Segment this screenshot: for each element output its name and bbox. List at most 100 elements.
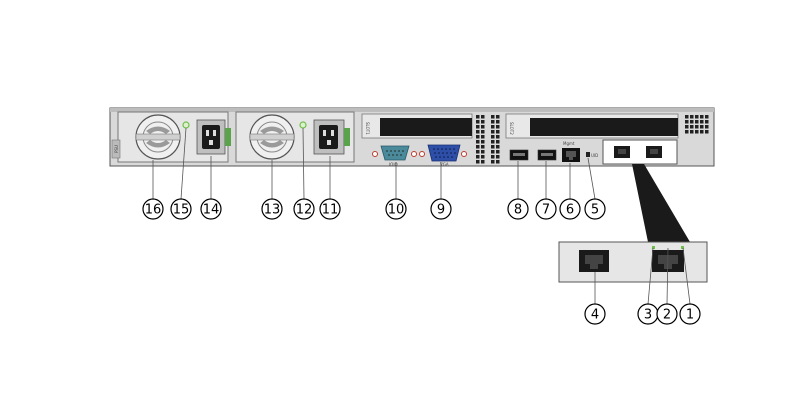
serial-label: IOIO [389,162,398,167]
leader-line [587,157,596,200]
vent-hole [491,150,495,154]
ethernet-port-icon [646,146,662,158]
vent-hole [695,125,699,129]
vent-hole [685,120,689,124]
vent-hole [476,120,480,124]
callout-number: 14 [203,203,220,218]
psu-status-led-icon [299,121,307,129]
power-inlet-icon [196,119,231,155]
callout-number: 11 [322,203,339,218]
vent-hole [481,150,485,154]
callout-circle [679,303,701,325]
callout-1: 1 [679,303,701,325]
fan-icon [249,114,295,160]
vent-hole [481,160,485,164]
callout-circle [385,198,407,220]
nic-module [602,139,678,165]
callout-number: 10 [388,203,405,218]
vent-grille [685,115,709,134]
vent-hole [496,135,500,139]
power-inlet-icon [313,119,350,155]
vent-hole [705,115,709,119]
vent-hole [700,130,704,134]
callout-16: 16 [142,198,164,220]
vent-hole [491,125,495,129]
vent-hole [496,130,500,134]
vent-hole [491,160,495,164]
vent-hole [690,115,694,119]
vent-hole [481,125,485,129]
vent-hole [496,150,500,154]
usb-port-icon [537,149,557,161]
vent-hole [705,125,709,129]
vent-hole [476,115,480,119]
zoom-wedge [632,164,690,242]
vent-hole [685,130,689,134]
callout-number: 4 [591,308,599,323]
vent-hole [481,140,485,144]
serial-port-icon: IOIO [372,145,417,167]
vent-hole [496,120,500,124]
callout-7: 7 [535,198,557,220]
vga-port-icon: VGA [419,144,467,167]
ethernet-port-icon [614,146,630,158]
management-ethernet-port-icon: Mgmt [562,141,580,162]
vent-hole [685,115,689,119]
ethernet-port-icon [579,250,609,272]
callout-11: 11 [319,198,341,220]
callout-circle [584,303,606,325]
callout-number: 15 [173,203,190,218]
callout-circle [507,198,529,220]
callout-number: 13 [264,203,281,218]
vent-grille [491,115,500,164]
callout-circle [200,198,222,220]
callout-circle [584,198,606,220]
callout-circle [535,198,557,220]
vent-hole [476,140,480,144]
slot-label-2: SLOT2 [509,122,514,135]
callout-circle [261,198,283,220]
vent-hole [491,140,495,144]
vent-hole [695,130,699,134]
callout-circle [170,198,192,220]
vent-hole [496,115,500,119]
vent-hole [481,145,485,149]
usb-port-icon [509,149,529,161]
vent-hole [700,115,704,119]
uid-button-icon: UID [586,152,598,158]
callout-10: 10 [385,198,407,220]
vent-hole [496,145,500,149]
callout-number: 8 [514,203,522,218]
vent-hole [695,115,699,119]
callout-6: 6 [559,198,581,220]
callout-number: 16 [145,203,162,218]
leader-line [302,127,305,200]
vent-hole [700,120,704,124]
callout-circle [559,198,581,220]
vent-hole [695,120,699,124]
uid-label: UID [591,153,598,158]
callout-2: 2 [656,303,678,325]
vent-hole [705,130,709,134]
callout-circle [656,303,678,325]
vga-label: VGA [440,162,449,167]
callout-15: 15 [170,198,192,220]
leader-line [666,247,669,305]
vent-hole [496,160,500,164]
callout-4: 4 [584,303,606,325]
callout-9: 9 [430,198,452,220]
vent-hole [491,120,495,124]
psu-status-led-icon [182,121,190,129]
slot-label-1: SLOT1 [365,122,370,135]
nic-module-enlarged [558,241,708,283]
vent-hole [491,115,495,119]
vent-hole [491,130,495,134]
vent-hole [690,125,694,129]
vent-hole [496,125,500,129]
vent-hole [476,130,480,134]
callout-number: 7 [542,203,550,218]
vent-hole [690,130,694,134]
vent-hole [685,125,689,129]
